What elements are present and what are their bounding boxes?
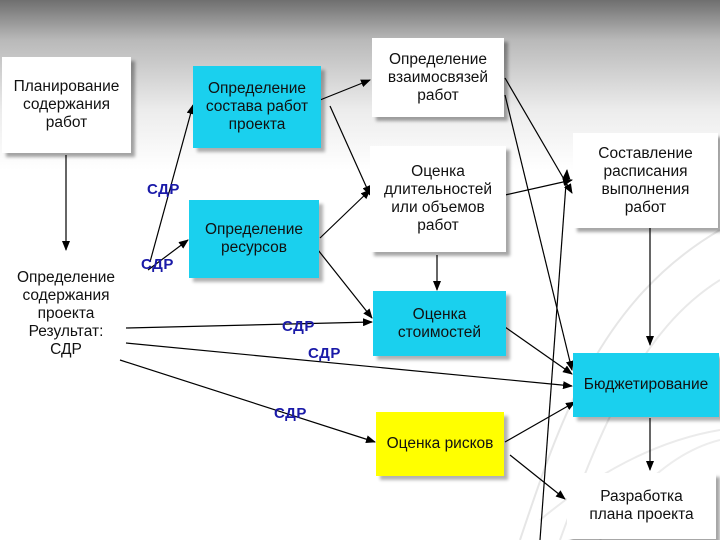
arrow-durations-to-plan xyxy=(539,169,571,540)
planning-box: Планирование содержания работ xyxy=(2,57,131,153)
arrow-scope-to-risks xyxy=(119,359,376,444)
scope-definition-box: Определение содержания проекта Результат… xyxy=(16,269,115,358)
arrow-scope-to-budgeting xyxy=(125,342,573,390)
budgeting-box: Бюджетирование xyxy=(573,353,719,417)
arrow-scope-to-composition xyxy=(149,104,195,263)
arrow-durations-to-schedule xyxy=(504,178,573,196)
resources-box: Определение ресурсов xyxy=(189,200,319,278)
arrow-composition-to-relationships xyxy=(319,79,371,101)
risks-box: Оценка рисков xyxy=(376,412,504,476)
sdr-label-3: СДР xyxy=(282,318,315,335)
composition-box: Определение состава работ проекта xyxy=(193,66,321,148)
plan-box: Разработка плана проекта xyxy=(567,473,716,539)
sdr-label-1: СДР xyxy=(147,181,180,198)
relationships-box: Определение взаимосвязей работ xyxy=(372,38,504,117)
arrow-resources-to-costs xyxy=(317,249,373,319)
arrow-composition-to-durations xyxy=(329,105,371,196)
arrow-scope-to-resources xyxy=(147,239,189,271)
schedule-box: Составление расписания выполнения работ xyxy=(573,133,718,228)
arrow-relationships-to-schedule xyxy=(504,77,573,194)
arrow-relationships-to-budgeting xyxy=(504,94,574,371)
arrow-risks-to-budgeting xyxy=(504,401,576,443)
arrow-costs-to-budgeting xyxy=(504,326,573,375)
arrow-risks-to-plan xyxy=(509,454,566,500)
sdr-label-5: СДР xyxy=(274,405,307,422)
durations-box: Оценка длительностей или объемов работ xyxy=(370,146,506,252)
arrow-scope-to-costs xyxy=(125,318,373,329)
sdr-label-2: СДР xyxy=(141,256,174,273)
sdr-label-4: СДР xyxy=(308,345,341,362)
costs-box: Оценка стоимостей xyxy=(373,291,506,356)
arrow-resources-to-durations xyxy=(319,189,371,239)
